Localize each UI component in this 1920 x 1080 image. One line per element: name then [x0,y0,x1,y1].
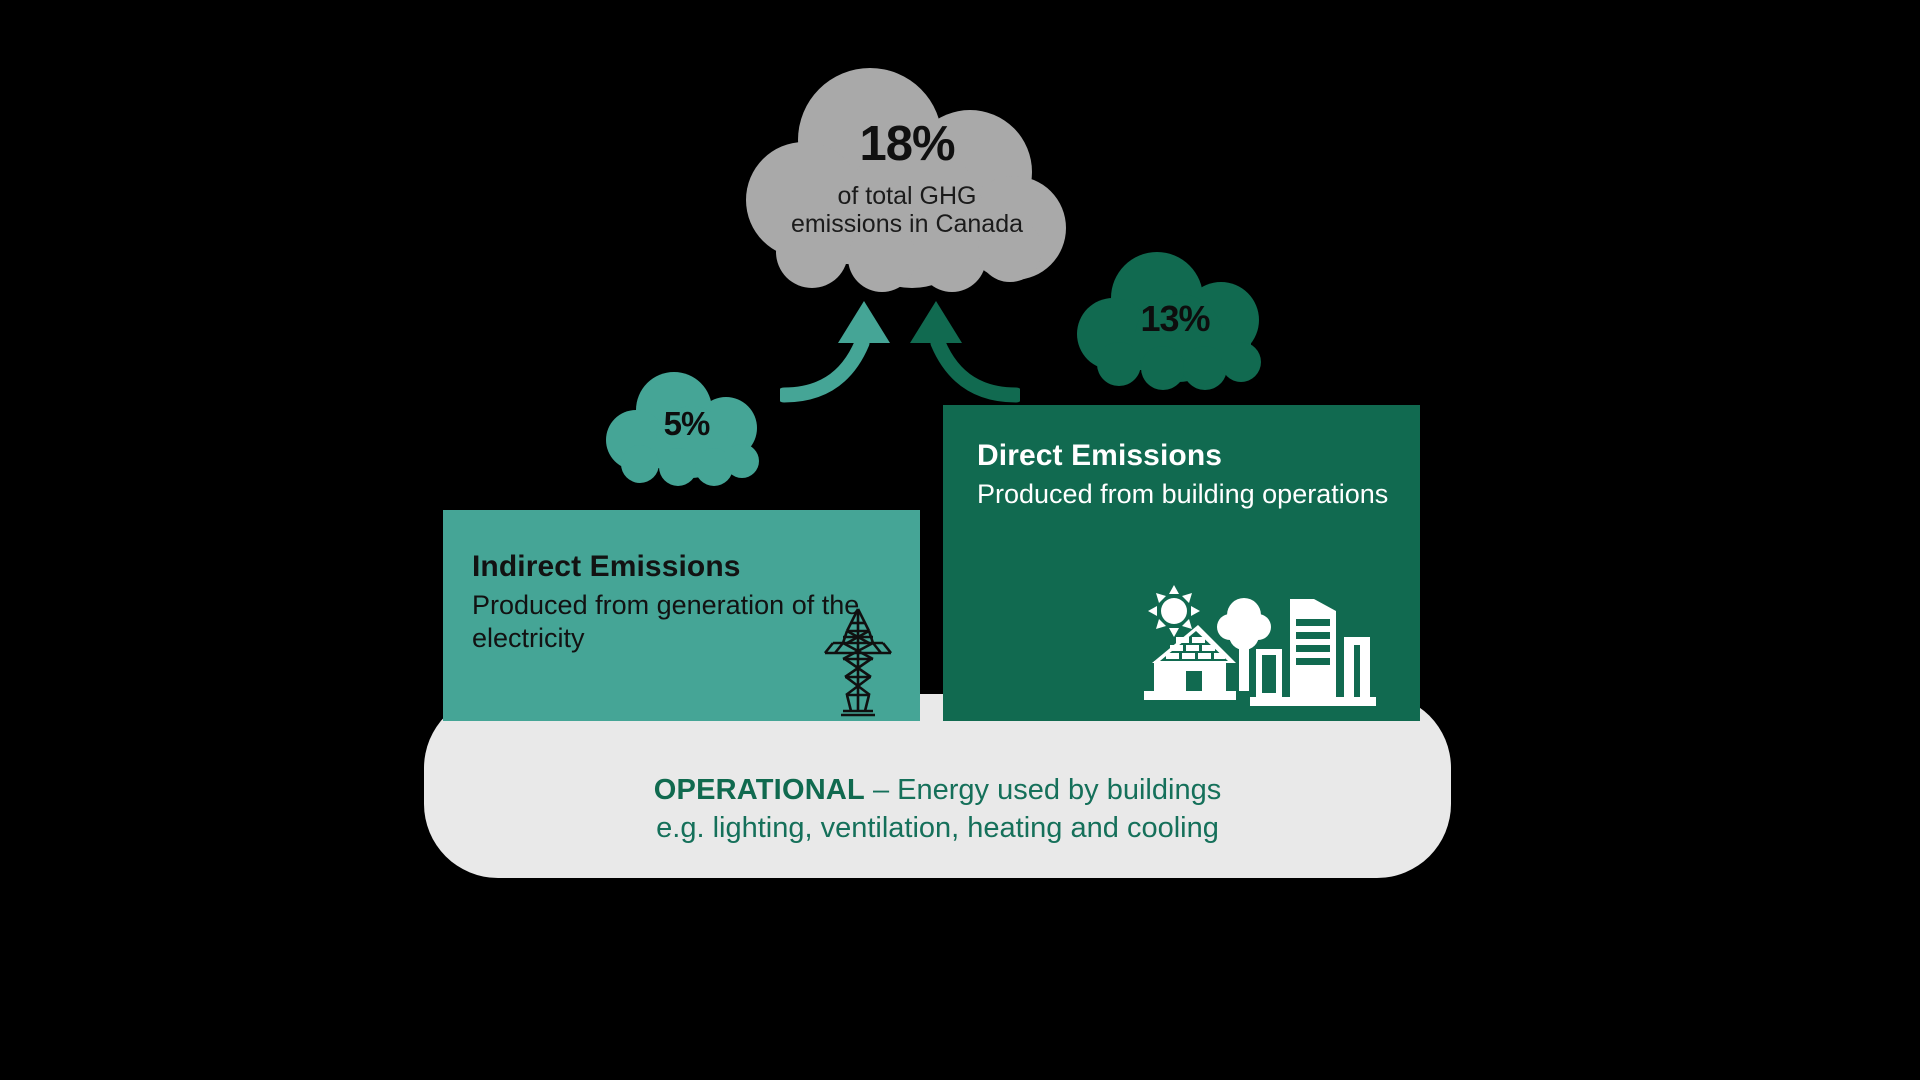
transmission-tower-icon [821,607,895,719]
indirect-card-title: Indirect Emissions [472,550,741,583]
emission-flow-arrows [780,295,1020,405]
cloud-shape-gray [746,68,1066,292]
solar-house-icon [1144,625,1236,700]
direct-percent: 13% [1140,298,1210,339]
city-skyline-icon [1250,599,1376,706]
direct-card-title: Direct Emissions [977,439,1223,472]
direct-card-text: Direct Emissions Produced from building … [977,439,1388,511]
indirect-emissions-card: Indirect Emissions Produced from generat… [443,510,920,721]
indirect-card-description: Produced from generation of the electric… [472,590,860,653]
operational-label: OPERATIONAL [653,773,865,806]
direct-emissions-cloud: 13% [1075,252,1275,392]
indirect-percent: 5% [663,405,711,442]
solar-house-city-icon [1140,585,1386,707]
indirect-card-text: Indirect Emissions Produced from generat… [472,550,920,655]
direct-to-total-arrow [910,301,1020,403]
total-sub-line1: of total GHG [837,182,977,210]
operational-caption: OPERATIONAL – Energy used by buildings e… [424,771,1451,878]
cloud-shape-dark-green [1077,252,1261,390]
total-sub-line2: emissions in Canada [790,210,1024,238]
cloud-shape-teal [606,372,759,486]
total-emissions-cloud: 18% of total GHG emissions in Canada [742,68,1072,294]
indirect-emissions-cloud: 5% [604,372,769,487]
indirect-to-total-arrow [780,301,890,403]
total-percent: 18% [859,117,955,171]
tree-icon [1217,598,1271,691]
operational-dash: – [864,773,898,806]
sun-icon [1148,585,1200,637]
operational-line1: Energy used by buildings [897,773,1222,806]
operational-panel: OPERATIONAL – Energy used by buildings e… [424,694,1451,878]
direct-emissions-card: Direct Emissions Produced from building … [943,405,1420,721]
operational-line2: e.g. lighting, ventilation, heating and … [656,812,1219,845]
direct-card-description: Produced from building operations [977,479,1389,509]
